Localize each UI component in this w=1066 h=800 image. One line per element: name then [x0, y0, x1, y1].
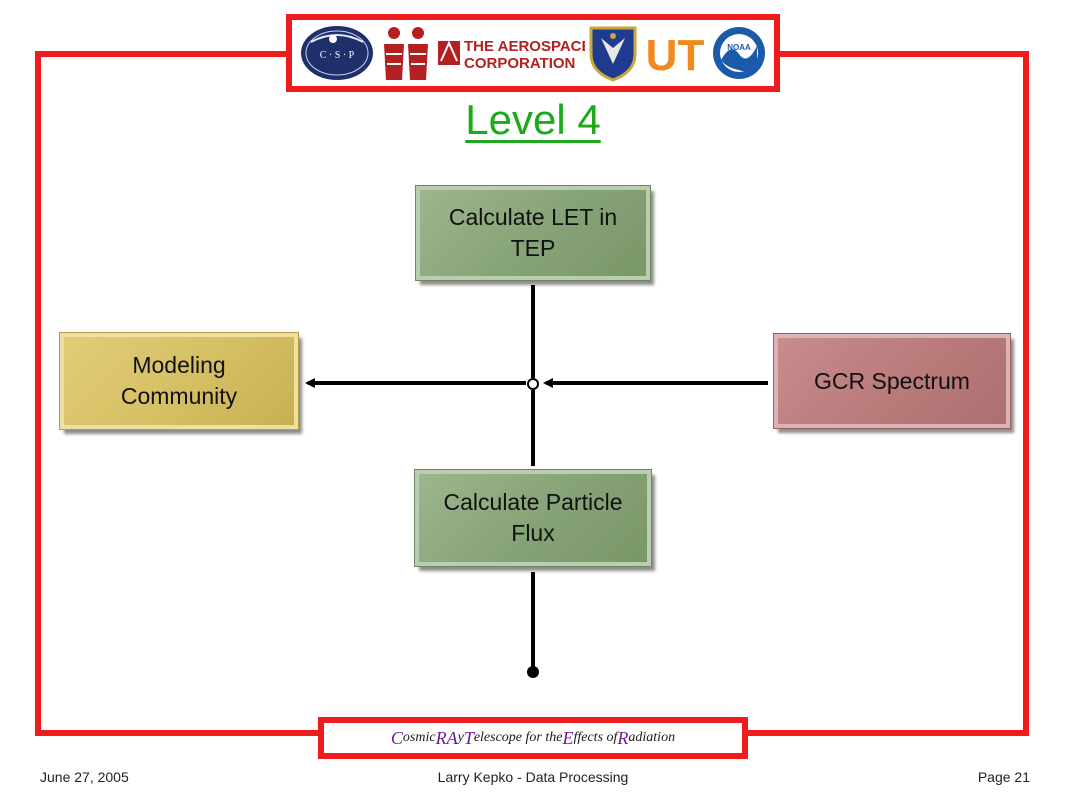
gcr-spectrum-box: GCR Spectrum [773, 333, 1011, 429]
tagline-cap-c: C [390, 727, 403, 748]
footer-center: Larry Kepko - Data Processing [437, 769, 629, 785]
tagline-rest-1: osmic [402, 730, 436, 745]
air-force-shield-logo-icon [587, 24, 639, 82]
end-node [527, 666, 539, 678]
aerospace-logo-line1: THE AEROSPACE [464, 38, 585, 55]
csp-logo-icon: C · S · P [299, 24, 375, 82]
ut-logo-icon: UT [642, 28, 708, 78]
tagline-cap-r: R [617, 727, 629, 748]
tagline-rest-3: elescope for the [473, 730, 563, 745]
logo-bar: C · S · P THE AEROSPACE CORPORATION UT [286, 14, 780, 92]
aerospace-logo-icon: THE AEROSPACE CORPORATION [437, 33, 585, 73]
noaa-logo-text: NOAA [727, 43, 751, 52]
modeling-community-label: Modeling Community [120, 352, 238, 409]
slide-title: Level 4 [465, 96, 601, 143]
csp-logo-text: C · S · P [320, 50, 355, 61]
two-figures-logo-icon [378, 24, 434, 82]
noaa-logo-icon: NOAA [711, 24, 767, 82]
tagline-cap-ra: RA [435, 727, 458, 748]
calculate-particle-flux-box: Calculate Particle Flux [414, 469, 652, 567]
modeling-community-box: Modeling Community [59, 332, 299, 430]
junction-node [527, 378, 539, 390]
tagline-rest-4: ffects of [573, 730, 618, 745]
calculate-particle-flux-label: Calculate Particle Flux [443, 489, 623, 546]
calculate-let-label: Calculate LET in TEP [448, 204, 618, 261]
ut-logo-text: UT [646, 31, 705, 78]
tagline-cap-t: T [463, 727, 474, 748]
tagline-rest-5: adiation [628, 730, 676, 745]
aerospace-logo-line2: CORPORATION [464, 55, 575, 72]
tagline-cap-e: E [562, 727, 574, 748]
tagline-rest-2: y [457, 730, 464, 745]
footer-date: June 27, 2005 [40, 769, 129, 785]
footer-page-number: Page 21 [977, 769, 1030, 785]
gcr-spectrum-label: GCR Spectrum [814, 367, 970, 394]
calculate-let-box: Calculate LET in TEP [415, 185, 651, 281]
